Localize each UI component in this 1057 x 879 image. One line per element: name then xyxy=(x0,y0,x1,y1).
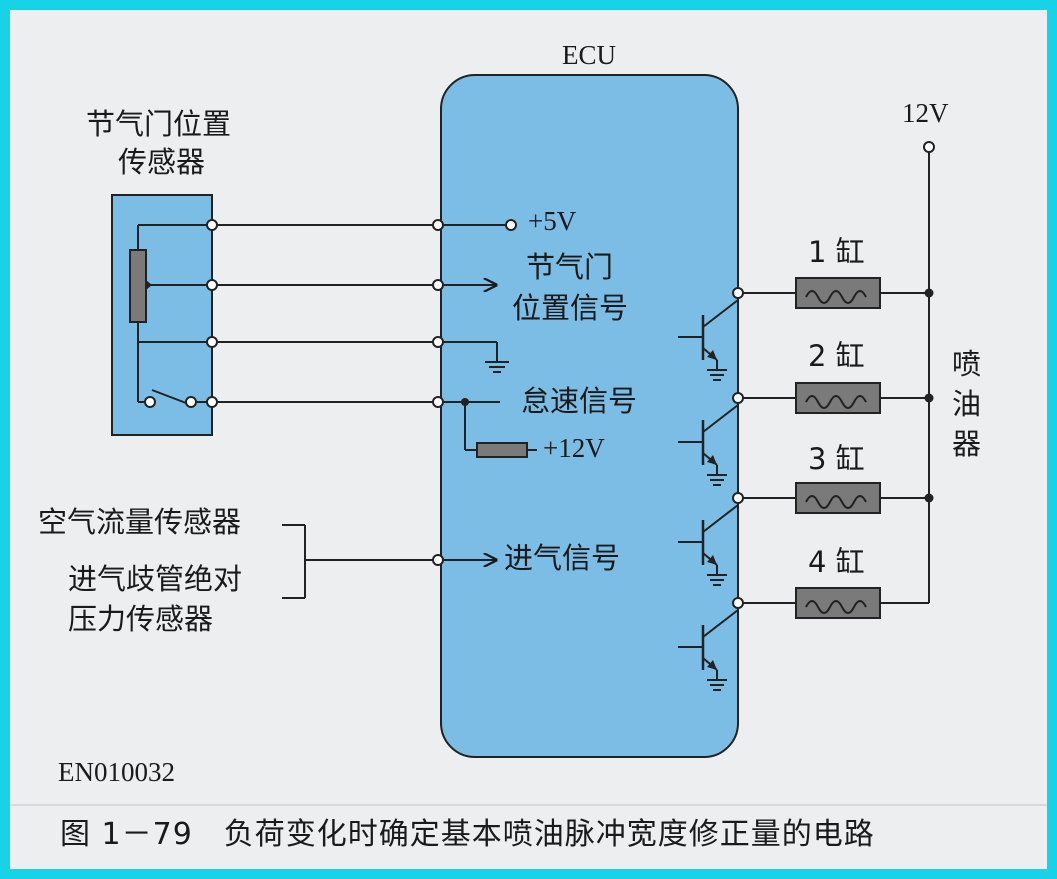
intake-signal-label: 进气信号 xyxy=(504,541,621,575)
cylinder-3-label: 3 缸 xyxy=(808,442,865,476)
ecu-box xyxy=(440,74,739,758)
potentiometer xyxy=(129,249,147,323)
figure-code: EN010032 xyxy=(58,757,175,787)
figure-caption: 图 1－79 负荷变化时确定基本喷油脉冲宽度修正量的电路 xyxy=(60,817,875,852)
airflow-sensor-label: 空气流量传感器 xyxy=(38,505,242,539)
pullup-resistor xyxy=(476,442,528,458)
supply-terminal xyxy=(923,141,935,153)
idle-signal-label: 怠速信号 xyxy=(521,384,638,418)
injector-label-1: 喷 xyxy=(952,347,982,381)
ecu-label: ECU xyxy=(562,40,616,70)
throttle-signal-line2: 位置信号 xyxy=(512,291,629,325)
injector-label-3: 器 xyxy=(952,427,982,461)
cylinder-1-label: 1 缸 xyxy=(808,235,865,269)
injector-3 xyxy=(732,482,934,514)
cylinder-2-label: 2 缸 xyxy=(808,339,865,373)
map-sensor-line1: 进气歧管绝对 xyxy=(68,562,243,596)
plus5v-label: +5V xyxy=(528,206,577,236)
supply-voltage-label: 12V xyxy=(902,98,949,128)
cylinder-4-label: 4 缸 xyxy=(808,545,865,579)
tps-title-line2: 传感器 xyxy=(118,145,206,179)
injector-4 xyxy=(732,587,929,619)
injector-label-2: 油 xyxy=(952,387,982,421)
tps-title-line1: 节气门位置 xyxy=(86,107,232,141)
injector-2 xyxy=(732,382,934,414)
tps-box xyxy=(111,194,213,436)
driver-1 xyxy=(678,293,739,381)
throttle-signal-line1: 节气门 xyxy=(526,250,614,284)
plus5v-terminal xyxy=(505,219,517,231)
idle-switch xyxy=(151,389,187,404)
injector-1 xyxy=(732,277,934,309)
plus12v-label: +12V xyxy=(543,433,605,463)
map-sensor-line2: 压力传感器 xyxy=(68,602,214,636)
driver-3 xyxy=(678,498,739,586)
